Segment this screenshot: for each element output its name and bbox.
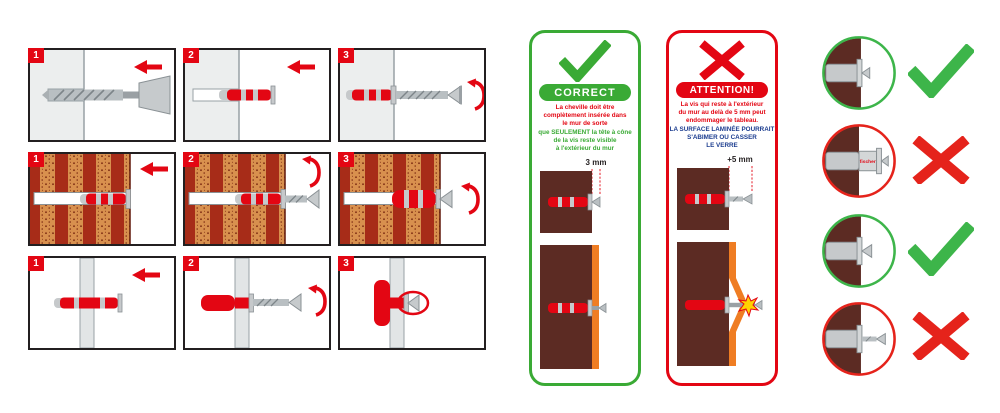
panel-solid-step2: 2	[183, 48, 331, 142]
example-cone-visible-correct	[822, 214, 896, 288]
insert-plug-brick-wall-illustration	[30, 154, 168, 244]
rotate-arrow-icon	[465, 76, 484, 111]
insert-plug-solid-wall-illustration	[185, 50, 315, 140]
step-number-badge: 2	[183, 256, 199, 271]
step-number-badge: 2	[183, 48, 199, 63]
panel-solid-step1: 1	[28, 48, 176, 142]
panel-board-step1: 1	[28, 256, 176, 350]
text-line: le mur de sorte	[562, 120, 608, 128]
attention-card: ATTENTION! La vis qui reste à l'extérieu…	[666, 30, 778, 386]
text-line: complètement insérée dans	[543, 112, 627, 120]
correct-card: CORRECT La cheville doit être complèteme…	[529, 30, 641, 386]
step-number-badge: 1	[28, 152, 44, 167]
cross-icon	[912, 312, 970, 360]
plug-brand-label: fischer	[860, 159, 876, 165]
panel-brick-step3: 3	[338, 152, 486, 246]
cross-icon	[699, 40, 745, 80]
panel-brick-step1: 1	[28, 152, 176, 246]
step-number-badge: 1	[28, 48, 44, 63]
rotate-arrow-icon	[459, 180, 480, 215]
text-line: de la vis reste visible	[553, 136, 617, 144]
highlight-oval	[396, 290, 430, 316]
text-line: du mur au delà de 5 mm peut	[678, 109, 766, 117]
example-plug-protruding-incorrect: fischer	[822, 124, 896, 198]
drill-solid-wall-illustration	[30, 50, 171, 140]
panel-board-step2: 2	[183, 256, 331, 350]
insert-plug-board-illustration	[54, 258, 160, 348]
example-screw-protruding-incorrect	[822, 302, 896, 376]
correct-card-text: La cheville doit être complètement insér…	[532, 104, 638, 153]
plug-folded-board-illustration	[374, 258, 430, 348]
step-number-badge: 3	[338, 48, 354, 63]
arrow-left-icon	[134, 60, 162, 74]
rotate-arrow-icon	[300, 154, 321, 188]
drive-screw-board-illustration	[201, 258, 327, 348]
text-line: LA SURFACE LAMINÉE POURRAIT	[669, 125, 775, 133]
incorrect-installation-diagram: +5 mm	[677, 155, 763, 367]
arrow-left-icon	[140, 162, 168, 176]
measurement-label: 3 mm	[586, 158, 607, 167]
text-line: que SEULEMENT la tête à cône	[538, 128, 632, 136]
check-icon	[908, 44, 974, 98]
text-line: S'ABIMER OU CASSER	[687, 133, 757, 141]
crack-burst	[737, 293, 760, 318]
correct-card-title: CORRECT	[539, 84, 631, 101]
check-icon	[559, 40, 611, 82]
instruction-grid: 1 2 3	[28, 48, 486, 350]
attention-card-title: ATTENTION!	[676, 82, 768, 98]
text-line: La vis qui reste à l'extérieur	[680, 101, 764, 108]
measurement-label: +5 mm	[727, 155, 753, 164]
rotate-arrow-icon	[306, 282, 327, 317]
step-number-badge: 1	[28, 256, 44, 271]
step-number-badge: 3	[338, 152, 354, 167]
panel-board-step3: 3	[338, 256, 486, 350]
arrow-left-icon	[132, 268, 160, 282]
text-line: endommager le tableau.	[685, 117, 759, 125]
arrow-left-icon	[287, 60, 315, 74]
drive-screw-brick-wall-illustration	[185, 154, 321, 244]
text-line: à l'extérieur du mur	[555, 144, 615, 152]
text-line: La cheville doit être	[555, 104, 615, 111]
example-flush-head-correct	[822, 36, 896, 110]
attention-card-text: La vis qui reste à l'extérieur du mur au…	[669, 101, 775, 150]
screw-seated-brick-wall-illustration	[340, 154, 480, 244]
cross-icon	[912, 136, 970, 184]
correct-installation-diagram: 3 mm	[540, 158, 607, 370]
step-number-badge: 3	[338, 256, 354, 271]
panel-solid-step3: 3	[338, 48, 486, 142]
check-icon	[908, 222, 974, 276]
panel-brick-step2: 2	[183, 152, 331, 246]
text-line: LE VERRE	[706, 141, 738, 149]
step-number-badge: 2	[183, 152, 199, 167]
drive-screw-solid-wall-illustration	[340, 50, 484, 140]
